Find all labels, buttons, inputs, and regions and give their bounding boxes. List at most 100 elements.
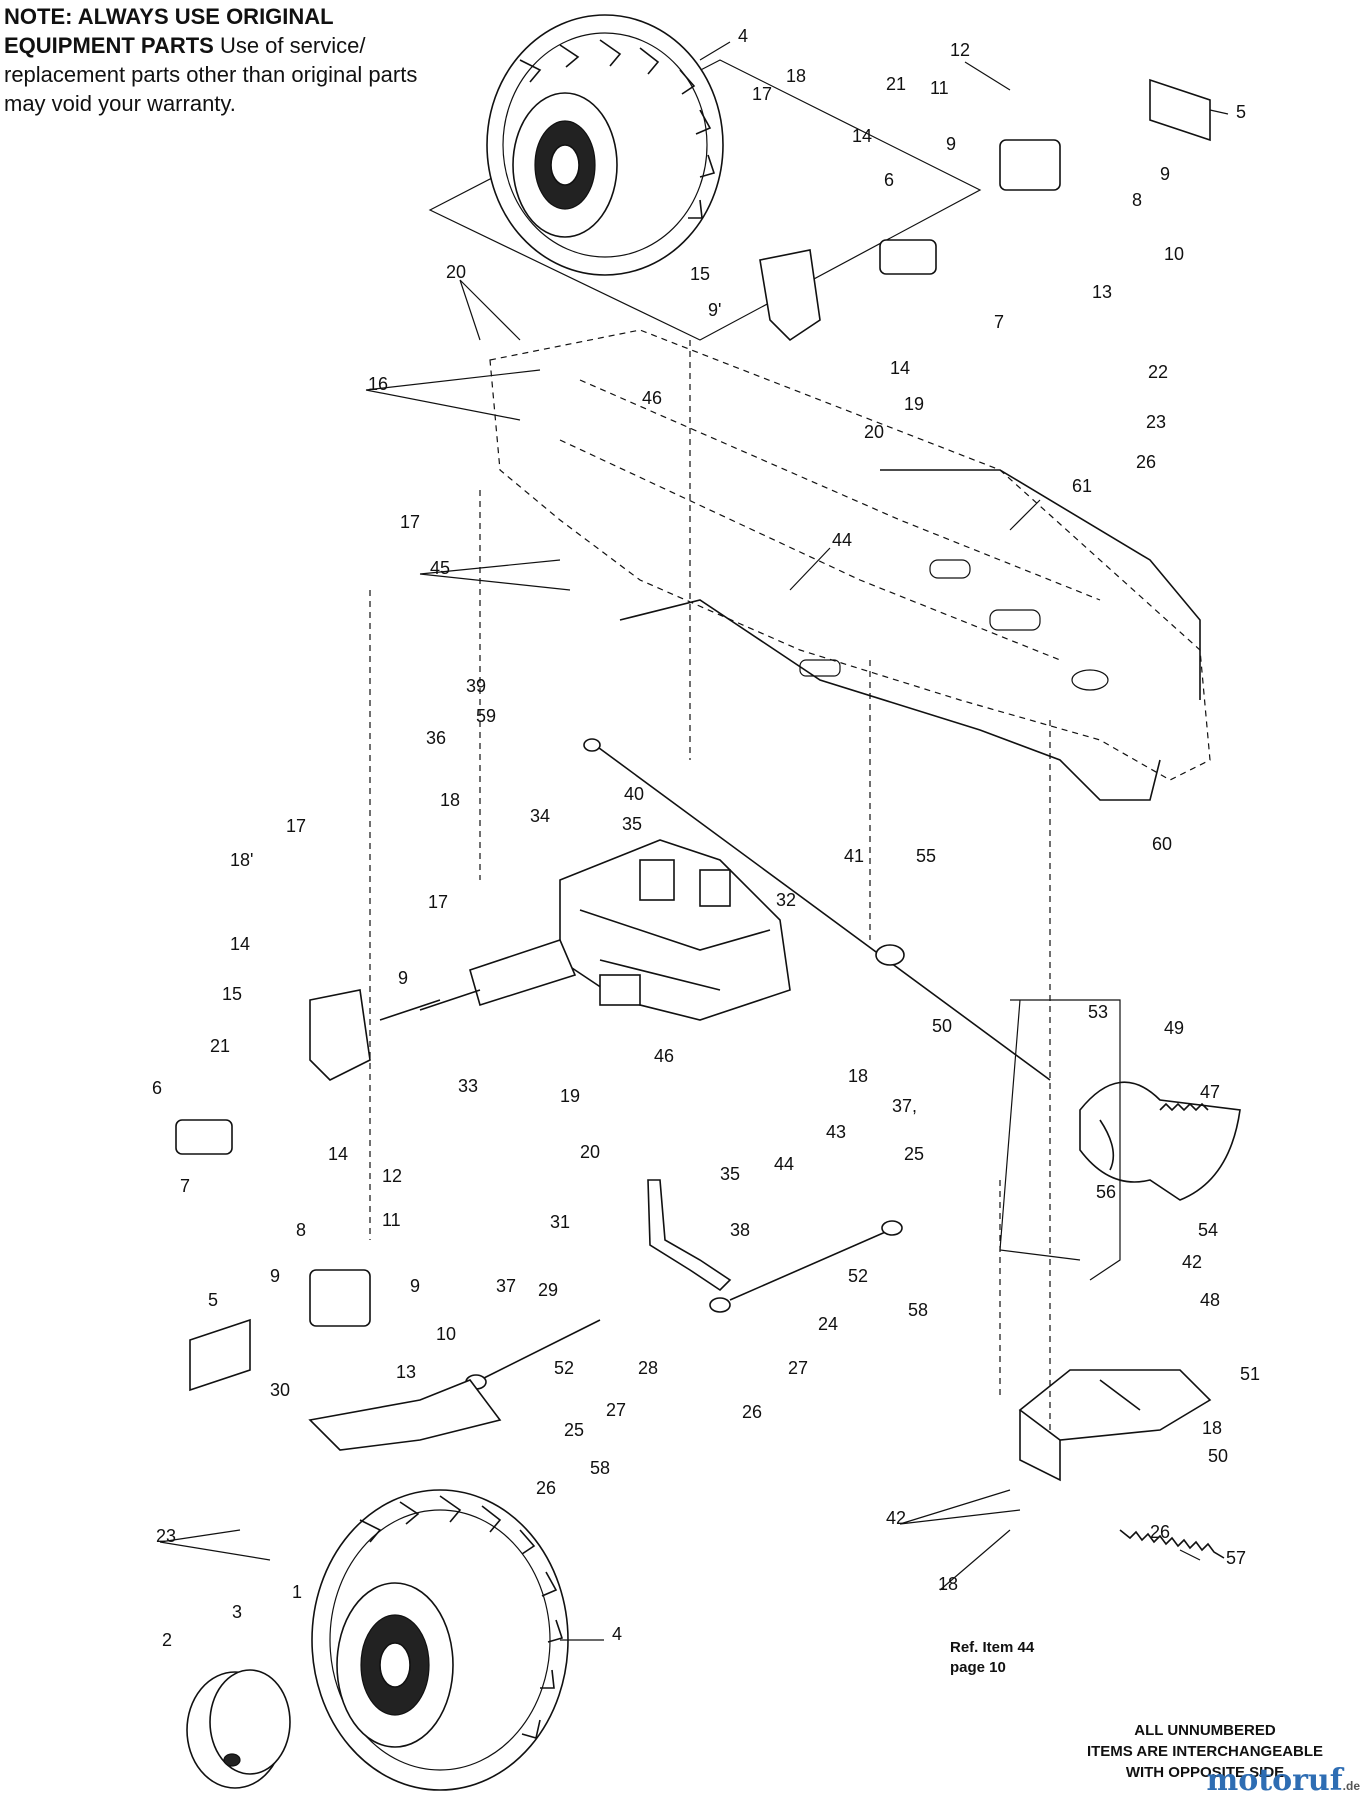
callout-18-34: 18 [440, 790, 460, 810]
callout-43-57: 43 [826, 1122, 846, 1142]
steering-support [1018, 1369, 1212, 1482]
callout-30-88: 30 [270, 1380, 290, 1400]
callout-32-43: 32 [776, 890, 796, 910]
callout-26-25: 26 [1136, 452, 1156, 472]
transaxle [379, 839, 791, 1021]
callout-19-56: 19 [560, 1086, 580, 1106]
callout-18-52: 18 [848, 1066, 868, 1086]
callout-14-60: 14 [328, 1144, 348, 1164]
steering-arm-38 [647, 1179, 732, 1292]
tie-rod-24 [729, 1229, 891, 1301]
callout-55-39: 55 [916, 846, 936, 866]
callout-61-26: 61 [1072, 476, 1092, 496]
logo-name: motoruf [1206, 1763, 1343, 1798]
callout-14-7: 14 [852, 126, 872, 146]
callout-18-100: 18 [938, 1574, 958, 1594]
footer-line-3: WITH OPPOSITE SIDE [1125, 1764, 1285, 1781]
bracket-15-bottom [309, 989, 371, 1081]
callout-7-65: 7 [180, 1176, 190, 1196]
callout-46-21: 46 [642, 388, 662, 408]
hub-flange-top [1149, 78, 1211, 142]
callout-11-5: 11 [930, 78, 949, 98]
callout-24-82: 24 [818, 1314, 838, 1334]
callout-16-20: 16 [368, 374, 388, 394]
rear-tire-top [428, 14, 982, 341]
callout-17-3: 17 [752, 84, 772, 104]
callout-41-38: 41 [844, 846, 864, 866]
callout-2-103: 2 [162, 1630, 172, 1650]
callout-19-22: 19 [904, 394, 924, 414]
callout-46-51: 46 [654, 1046, 674, 1066]
callout-49-48: 49 [1164, 1018, 1184, 1038]
callout-50-49: 50 [932, 1016, 952, 1036]
callout-40-33: 40 [624, 784, 644, 804]
callout-3-101: 3 [232, 1602, 242, 1622]
callout-57-99: 57 [1226, 1548, 1246, 1568]
callout-4-0: 4 [738, 26, 748, 46]
callout-48-77: 48 [1200, 1290, 1220, 1310]
callout-29-79: 29 [538, 1280, 558, 1300]
callout-58-76: 58 [908, 1300, 928, 1320]
callout-17-42: 17 [428, 892, 448, 912]
bracket-15-top [759, 249, 821, 342]
callout-23-23: 23 [1146, 412, 1166, 432]
callout-42-96: 42 [886, 1508, 906, 1528]
callout-35-63: 35 [720, 1164, 740, 1184]
footer-note: ALL UNNUMBERED ITEMS ARE INTERCHANGEABLE… [1040, 1720, 1368, 1783]
hub-cap [186, 1669, 291, 1789]
callout-20-14: 20 [446, 262, 466, 282]
drag-link-41 [594, 744, 1051, 1081]
callout-56-66: 56 [1096, 1182, 1116, 1202]
callout-8-71: 8 [296, 1220, 306, 1240]
callout-54-70: 54 [1198, 1220, 1218, 1240]
reference-line-1: Ref. Item 44 [950, 1639, 1035, 1656]
callout-36-32: 36 [426, 728, 446, 748]
axle-bracket-30 [308, 1379, 502, 1451]
u-joint-bottom [175, 1119, 233, 1155]
callout-14-44: 14 [230, 934, 250, 954]
callout-60-37: 60 [1152, 834, 1172, 854]
callout-22-19: 22 [1148, 362, 1168, 382]
callout-27-86: 27 [788, 1358, 808, 1378]
callout-47-55: 47 [1200, 1082, 1220, 1102]
callout-37-78: 37 [496, 1276, 516, 1296]
callout-37-58: 37, [892, 1096, 917, 1116]
callout-13-15: 13 [1092, 282, 1112, 302]
callout-20-24: 20 [864, 422, 884, 442]
callout-45-29: 45 [430, 558, 450, 578]
callout-9-9: 9 [1160, 164, 1170, 184]
callout-11-67: 11 [382, 1210, 401, 1230]
callout-9-16: 9' [708, 300, 721, 320]
callout-44-62: 44 [774, 1154, 794, 1174]
callout-26-90: 26 [742, 1402, 762, 1422]
callout-4-104: 4 [612, 1624, 622, 1644]
spring-57 [1119, 1529, 1225, 1559]
callout-50-94: 50 [1208, 1446, 1228, 1466]
callout-42-72: 42 [1182, 1252, 1202, 1272]
site-logo: motoruf.de [1207, 1763, 1361, 1798]
callout-52-84: 52 [554, 1358, 574, 1378]
callout-35-36: 35 [622, 814, 642, 834]
callout-25-61: 25 [904, 1144, 924, 1164]
callout-25-92: 25 [564, 1420, 584, 1440]
callout-12-64: 12 [382, 1166, 402, 1186]
callout-9-74: 9 [270, 1266, 280, 1286]
callout-9-8: 9 [946, 134, 956, 154]
callout-26-98: 26 [1150, 1522, 1170, 1542]
note-bold: NOTE: ALWAYS USE ORIGINAL EQUIPMENT PART… [4, 4, 334, 58]
logo-suffix: .de [1342, 1779, 1360, 1793]
callout-14-18: 14 [890, 358, 910, 378]
footer-line-2: ITEMS ARE INTERCHANGEABLE [1086, 1743, 1324, 1760]
callout-34-35: 34 [530, 806, 550, 826]
tie-rod-29 [479, 1319, 601, 1381]
spindle-housing-top [999, 139, 1061, 191]
callout-7-17: 7 [994, 312, 1004, 332]
callout-33-50: 33 [458, 1076, 478, 1096]
callout-51-87: 51 [1240, 1364, 1260, 1384]
footer-line-1: ALL UNNUMBERED [1134, 1722, 1276, 1739]
callout-10-81: 10 [436, 1324, 456, 1344]
callout-17-40: 17 [286, 816, 306, 836]
leader-lines [159, 41, 1229, 1641]
callout-10-12: 10 [1164, 244, 1184, 264]
callout-9-75: 9 [410, 1276, 420, 1296]
